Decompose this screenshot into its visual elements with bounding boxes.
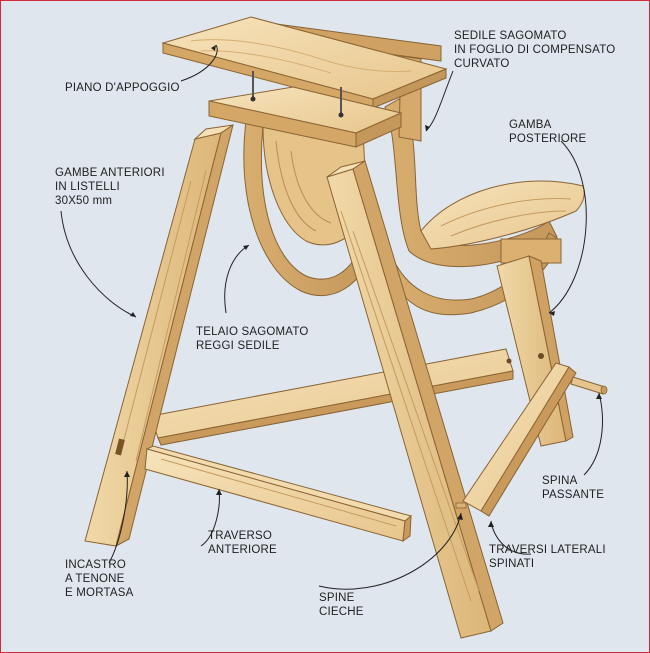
- leader-spine-cieche: [318, 512, 462, 590]
- leader-telaio: [224, 244, 250, 314]
- leader-piano: [180, 44, 218, 82]
- label-sedile-sagomato: SEDILE SAGOMATO IN FOGLIO DI COMPENSATO …: [454, 30, 616, 70]
- label-gambe-anteriori: GAMBE ANTERIORI IN LISTELLI 30X50 mm: [55, 167, 165, 207]
- front-right-leg: [326, 160, 504, 639]
- front-left-leg: [84, 123, 234, 547]
- seat-top-block: [208, 71, 403, 148]
- tray-table: [161, 16, 448, 109]
- leader-lines: [60, 44, 603, 590]
- leader-gambe-anteriori: [60, 210, 137, 318]
- side-crossbar: [455, 362, 577, 517]
- through-dowel: [570, 376, 608, 395]
- leader-gamba-posteriore: [548, 140, 587, 314]
- rear-crossbar: [143, 348, 514, 446]
- label-gamba-posteriore: GAMBA POSTERIORE: [509, 119, 587, 145]
- label-piano-dappoggio: PIANO D'APPOGGIO: [65, 82, 180, 94]
- leader-arrowheads: [124, 45, 602, 527]
- front-crossbar: [144, 445, 413, 543]
- leader-spina-passante: [583, 392, 603, 476]
- label-traverso-anteriore: TRAVERSO ANTERIORE: [208, 530, 277, 556]
- label-spina-passante: SPINA PASSANTE: [542, 475, 605, 501]
- shaped-seat-frame: [243, 120, 562, 316]
- label-telaio-sagomato: TELAIO SAGOMATO REGGI SEDILE: [196, 326, 309, 352]
- label-incastro: INCASTRO A TENONE E MORTASA: [65, 559, 134, 599]
- label-spine-cieche: SPINE CIECHE: [319, 592, 364, 618]
- leader-incastro: [108, 470, 128, 564]
- label-traversi-laterali: TRAVERSI LATERALI SPINATI: [489, 544, 606, 570]
